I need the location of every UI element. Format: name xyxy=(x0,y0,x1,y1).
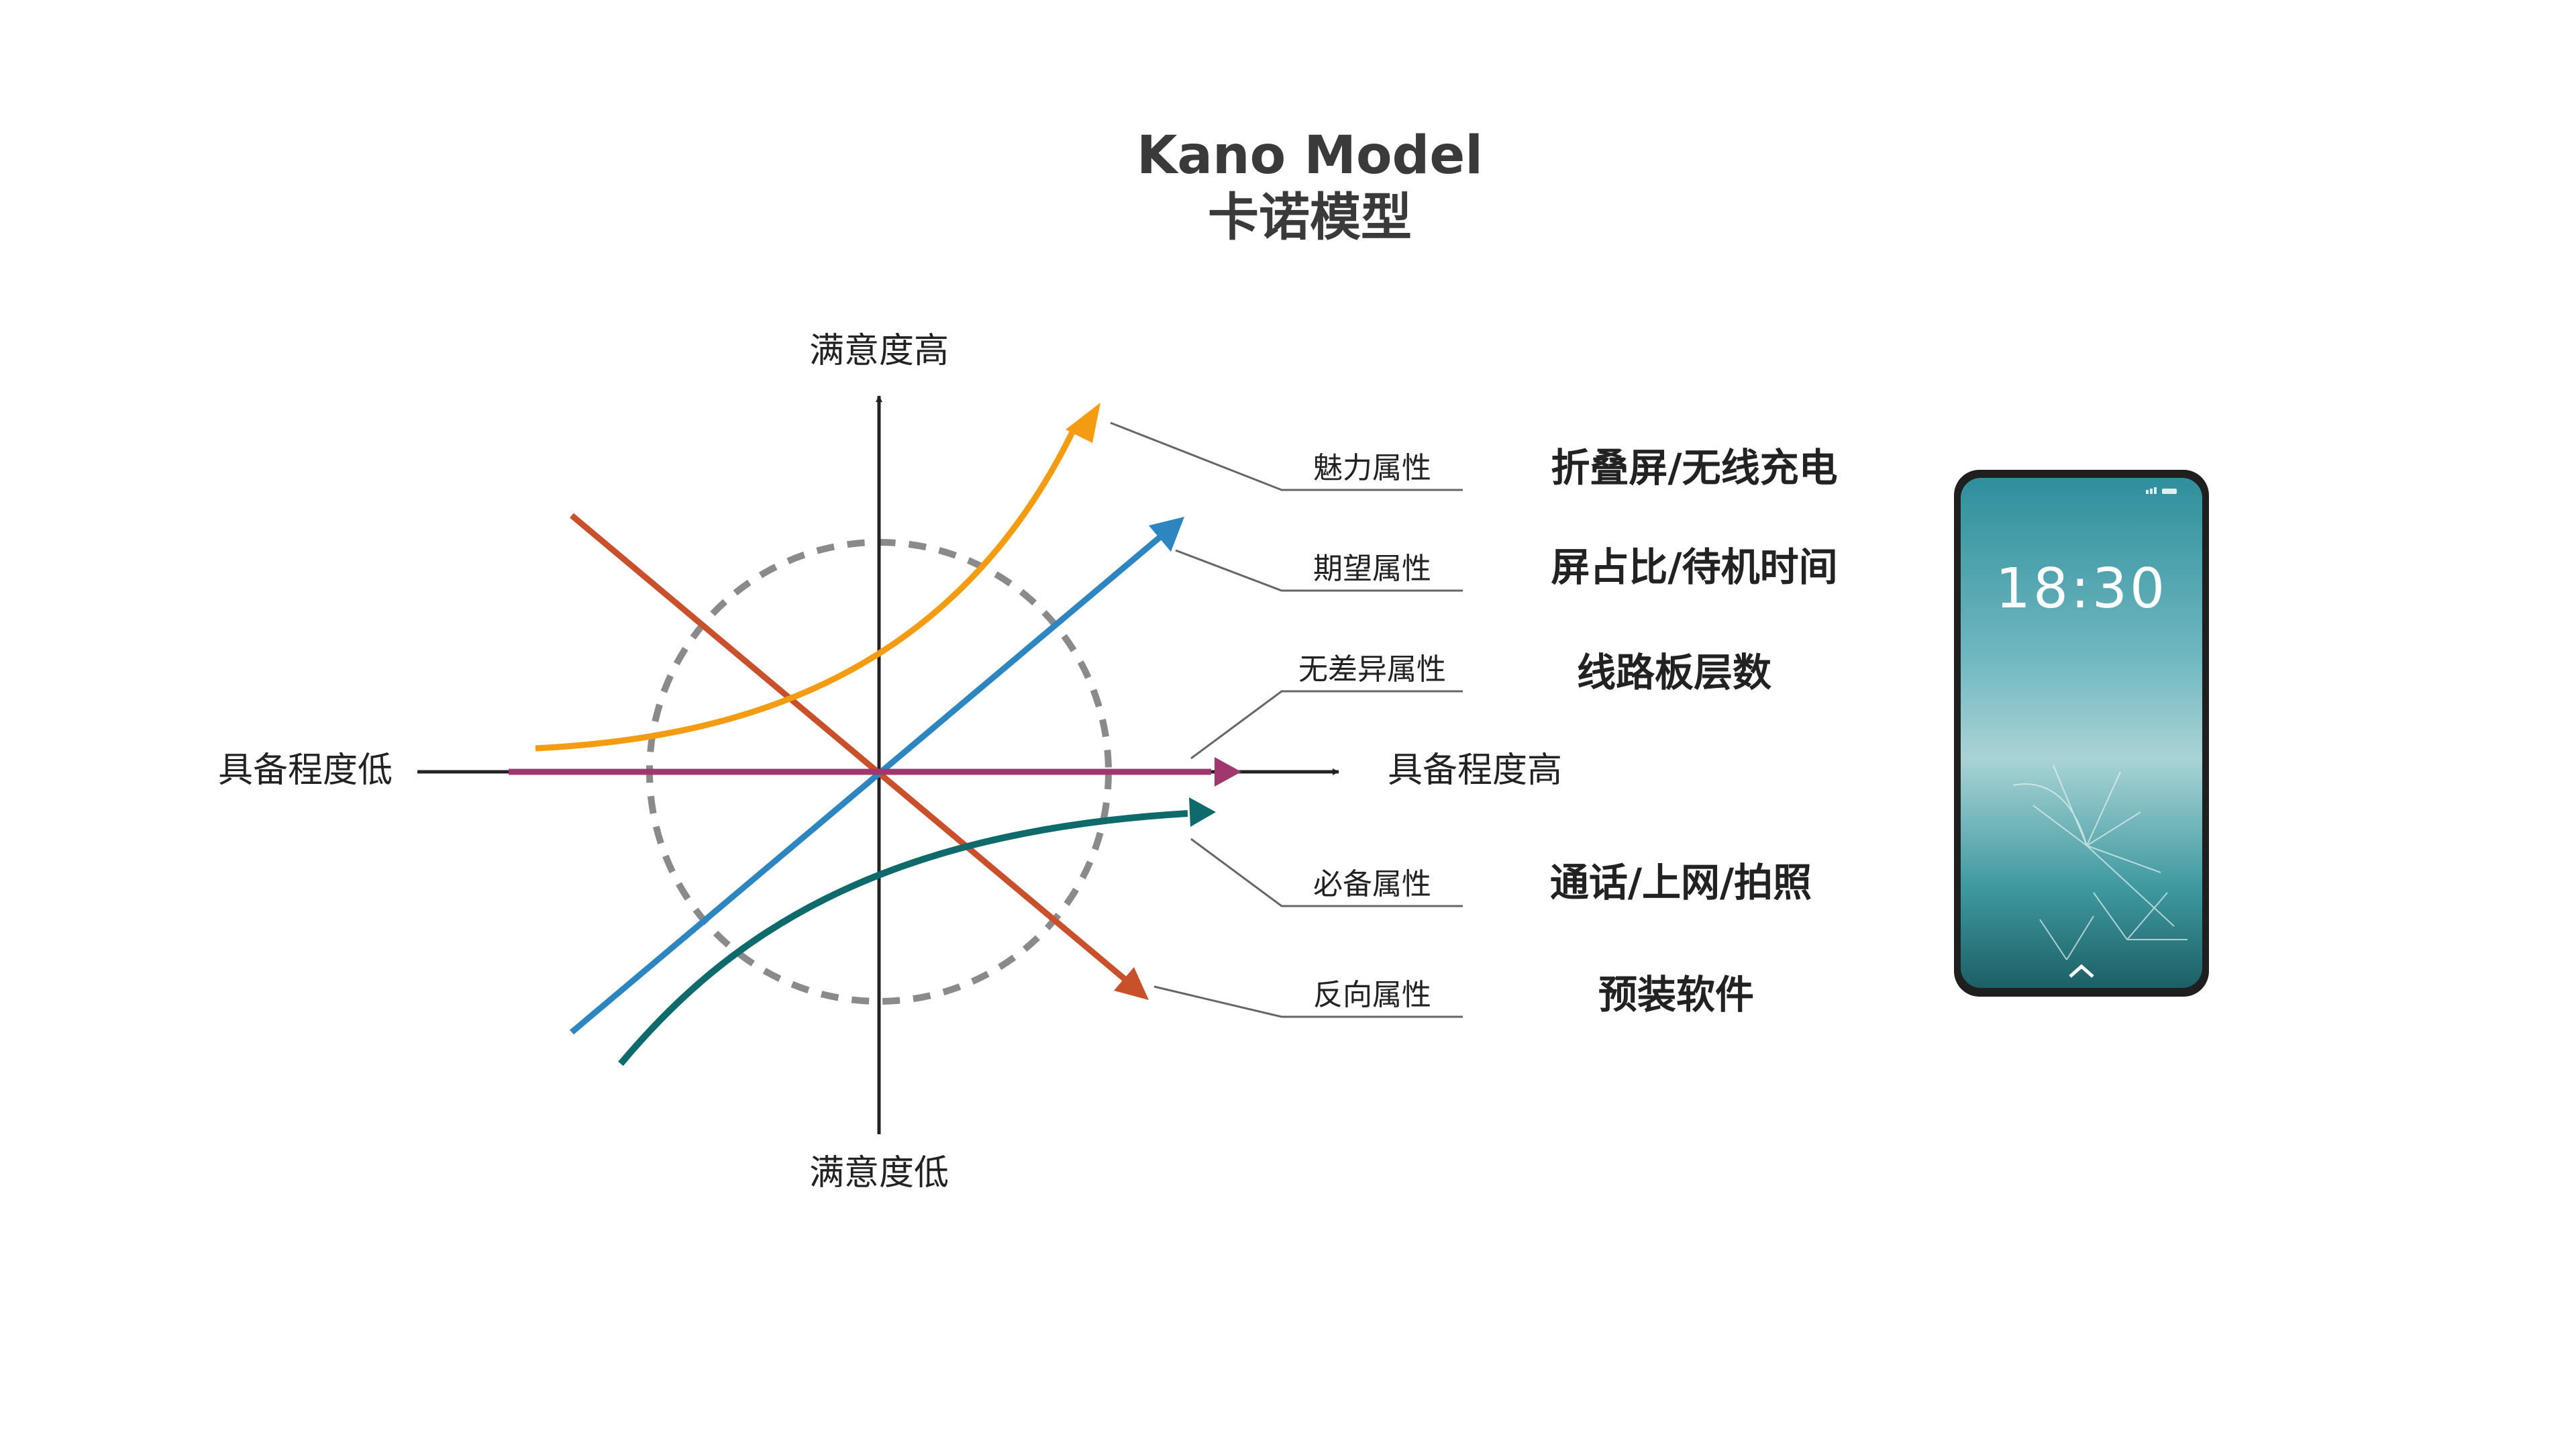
attribute-label-performance: 期望属性 xyxy=(1313,552,1431,586)
attribute-label-reverse: 反向属性 xyxy=(1313,978,1431,1012)
must-be-attribute-arrowhead xyxy=(1189,797,1216,827)
phone-clock: 18:30 xyxy=(1996,557,2167,621)
leader-performance xyxy=(1175,549,1463,592)
example-performance: 屏占比/待机时间 xyxy=(1551,544,1837,590)
leader-attractive xyxy=(1110,421,1463,491)
title-en: Kano Model xyxy=(1137,126,1483,186)
attribute-label-must-be: 必备属性 xyxy=(1313,867,1431,901)
example-indifferent: 线路板层数 xyxy=(1577,650,1771,695)
performance-attribute-curve xyxy=(570,531,1166,1035)
chevron-up-icon xyxy=(2069,964,2094,978)
dandelion-graphic xyxy=(2012,764,2187,960)
leader-must-be xyxy=(1190,838,1463,907)
status-bar-icons xyxy=(2146,487,2177,494)
title-zh: 卡诺模型 xyxy=(1208,187,1412,247)
attribute-label-attractive: 魅力属性 xyxy=(1313,451,1431,485)
phone-screen xyxy=(1961,478,2202,988)
attractive-attribute-curve xyxy=(535,428,1077,752)
example-must-be: 通话/上网/拍照 xyxy=(1550,860,1812,905)
performance-attribute-arrowhead xyxy=(1149,517,1184,552)
must-be-attribute-curve xyxy=(618,810,1188,1066)
example-reverse: 预装软件 xyxy=(1598,972,1754,1017)
phone-illustration: 18:30 xyxy=(1954,470,2209,997)
leader-reverse xyxy=(1153,985,1463,1018)
indifferent-attribute-arrowhead xyxy=(1215,757,1241,787)
x-axis-right-label: 具备程度高 xyxy=(1388,750,1562,791)
leader-indifferent xyxy=(1190,690,1463,760)
attribute-label-indifferent: 无差异属性 xyxy=(1298,652,1446,687)
y-axis-top-label: 满意度高 xyxy=(809,331,949,371)
y-axis-bottom-label: 满意度低 xyxy=(809,1153,949,1193)
reverse-attribute-arrowhead xyxy=(1114,967,1149,1000)
x-axis-left-label: 具备程度低 xyxy=(218,750,393,791)
reverse-attribute-curve xyxy=(570,513,1129,984)
example-attractive: 折叠屏/无线充电 xyxy=(1551,445,1837,491)
attractive-attribute-arrowhead xyxy=(1066,403,1100,443)
